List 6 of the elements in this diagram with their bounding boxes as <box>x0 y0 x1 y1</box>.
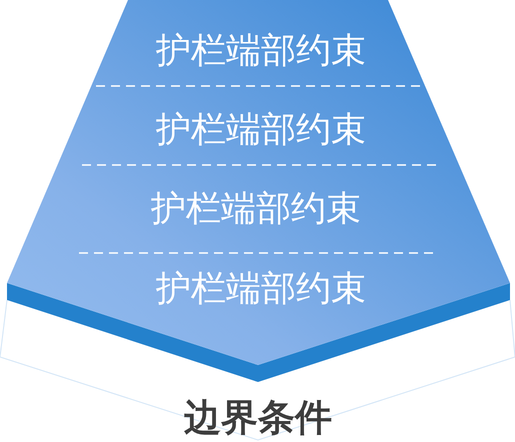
band-label: 护栏端部约束 <box>156 110 366 150</box>
band-label: 护栏端部约束 <box>151 189 361 229</box>
band-label: 护栏端部约束 <box>156 31 366 71</box>
shape-caption: 边界条件 <box>184 397 332 439</box>
down-arrow-panel <box>7 0 510 383</box>
band-label: 护栏端部约束 <box>156 269 366 309</box>
